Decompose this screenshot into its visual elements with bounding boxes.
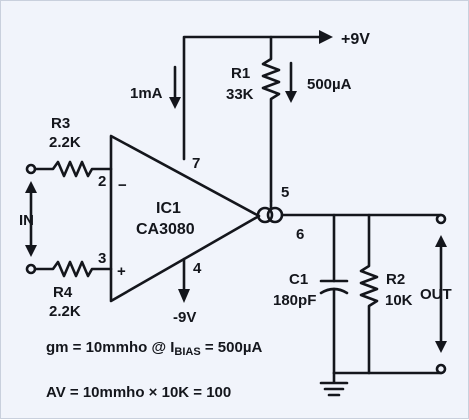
resistor-r4 bbox=[33, 260, 113, 278]
label-ic1-name: IC1 bbox=[156, 200, 181, 217]
label-r1-current: 500µA bbox=[307, 76, 352, 93]
label-noninverting: + bbox=[117, 263, 126, 280]
label-pin-5: 5 bbox=[281, 184, 289, 201]
ground-icon bbox=[319, 371, 349, 397]
label-pin-6: 6 bbox=[296, 226, 304, 243]
label-pin-2: 2 bbox=[98, 173, 106, 190]
label-in: IN bbox=[19, 212, 34, 229]
label-r2-name: R2 bbox=[386, 271, 405, 288]
arrow-in-down bbox=[25, 245, 37, 257]
label-r3-value: 2.2K bbox=[49, 134, 81, 151]
resistor-r1 bbox=[261, 35, 281, 203]
equation-gm: gm = 10mmho @ IBIAS = 500µA bbox=[46, 339, 262, 358]
label-r1-name: R1 bbox=[231, 65, 250, 82]
resistor-r2 bbox=[359, 213, 379, 375]
label-r1-value: 33K bbox=[226, 86, 254, 103]
ota-output-circle-left bbox=[256, 206, 274, 224]
arrow-in-up bbox=[25, 181, 37, 193]
label-r4-value: 2.2K bbox=[49, 303, 81, 320]
label-pin-7: 7 bbox=[192, 155, 200, 172]
label-1ma: 1mA bbox=[130, 85, 163, 102]
equation-av: AV = 10mmho × 10K = 100 bbox=[46, 384, 231, 401]
label-ic1-part: CA3080 bbox=[136, 221, 195, 238]
label-pin-4: 4 bbox=[193, 260, 202, 277]
ota-output-circle-right bbox=[266, 206, 284, 224]
label-c1-name: C1 bbox=[289, 271, 308, 288]
label-c1-value: 180pF bbox=[273, 292, 316, 309]
arrow-minus9v bbox=[178, 289, 190, 303]
label-inverting: − bbox=[118, 177, 127, 194]
label-minus9v: -9V bbox=[173, 309, 196, 326]
arrow-1ma-head bbox=[169, 97, 181, 109]
arrow-plus9v bbox=[319, 30, 333, 44]
resistor-r3 bbox=[33, 160, 113, 178]
arrow-out-up bbox=[435, 235, 447, 247]
label-r4-name: R4 bbox=[53, 284, 73, 301]
label-r2-value: 10K bbox=[385, 292, 413, 309]
label-pin-3: 3 bbox=[98, 250, 106, 267]
arrow-out-down bbox=[435, 341, 447, 353]
label-plus9v: +9V bbox=[341, 31, 370, 48]
arrow-r1-current-head bbox=[285, 91, 297, 103]
label-out: OUT bbox=[420, 286, 452, 303]
output-terminal-bottom[interactable] bbox=[435, 363, 447, 375]
label-r3-name: R3 bbox=[51, 115, 70, 132]
wire-top-rail bbox=[182, 35, 321, 161]
output-terminal-top[interactable] bbox=[435, 213, 447, 225]
